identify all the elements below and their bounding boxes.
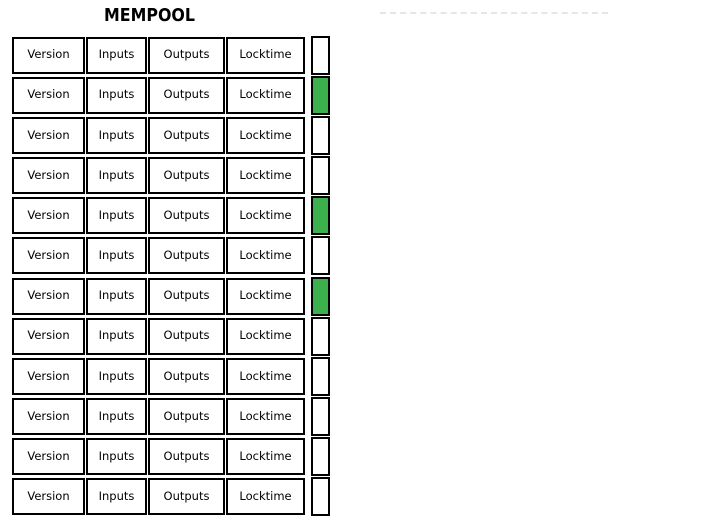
tx-field-outputs: Outputs [148, 36, 225, 74]
tx-status-box [311, 115, 330, 155]
tx-field-version: Version [12, 157, 85, 195]
tx-field-version: Version [12, 478, 85, 516]
tx-status-box [311, 156, 330, 196]
tx-field-locktime: Locktime [226, 237, 305, 275]
tx-status-box [311, 236, 330, 276]
tx-field-locktime: Locktime [226, 277, 305, 315]
tx-field-inputs: Inputs [86, 116, 147, 154]
tx-field-locktime: Locktime [226, 157, 305, 195]
tx-field-inputs: Inputs [86, 317, 147, 355]
tx-field-locktime: Locktime [226, 76, 305, 114]
tx-field-locktime: Locktime [226, 357, 305, 395]
tx-status-box [311, 316, 330, 356]
mempool-title: MEMPOOL [104, 5, 195, 26]
tx-field-inputs: Inputs [86, 237, 147, 275]
tx-field-outputs: Outputs [148, 277, 225, 315]
tx-status-box [311, 477, 330, 517]
tx-field-version: Version [12, 397, 85, 435]
tx-field-inputs: Inputs [86, 76, 147, 114]
tx-field-inputs: Inputs [86, 197, 147, 235]
tx-status-box [311, 437, 330, 477]
tx-field-version: Version [12, 237, 85, 275]
tx-status-box [311, 396, 330, 436]
tx-field-version: Version [12, 197, 85, 235]
tx-field-version: Version [12, 317, 85, 355]
tx-field-outputs: Outputs [148, 237, 225, 275]
dashed-placeholder-line [380, 12, 608, 14]
tx-field-inputs: Inputs [86, 438, 147, 476]
tx-field-version: Version [12, 438, 85, 476]
tx-field-outputs: Outputs [148, 76, 225, 114]
tx-field-locktime: Locktime [226, 478, 305, 516]
tx-field-version: Version [12, 76, 85, 114]
tx-status-box [311, 35, 330, 75]
tx-field-locktime: Locktime [226, 36, 305, 74]
tx-field-locktime: Locktime [226, 397, 305, 435]
tx-field-outputs: Outputs [148, 116, 225, 154]
tx-field-version: Version [12, 277, 85, 315]
tx-field-inputs: Inputs [86, 357, 147, 395]
tx-status-box [311, 196, 330, 236]
tx-field-locktime: Locktime [226, 197, 305, 235]
tx-field-outputs: Outputs [148, 438, 225, 476]
tx-status-box [311, 276, 330, 316]
tx-field-inputs: Inputs [86, 36, 147, 74]
tx-status-box [311, 356, 330, 396]
tx-field-outputs: Outputs [148, 197, 225, 235]
tx-field-version: Version [12, 116, 85, 154]
tx-field-locktime: Locktime [226, 116, 305, 154]
tx-field-outputs: Outputs [148, 478, 225, 516]
tx-field-outputs: Outputs [148, 317, 225, 355]
tx-field-outputs: Outputs [148, 397, 225, 435]
tx-field-version: Version [12, 357, 85, 395]
tx-status-box [311, 75, 330, 115]
tx-field-inputs: Inputs [86, 277, 147, 315]
tx-field-inputs: Inputs [86, 397, 147, 435]
tx-field-outputs: Outputs [148, 157, 225, 195]
tx-field-inputs: Inputs [86, 478, 147, 516]
tx-field-locktime: Locktime [226, 317, 305, 355]
tx-field-inputs: Inputs [86, 157, 147, 195]
tx-field-outputs: Outputs [148, 357, 225, 395]
tx-field-locktime: Locktime [226, 438, 305, 476]
tx-field-version: Version [12, 36, 85, 74]
